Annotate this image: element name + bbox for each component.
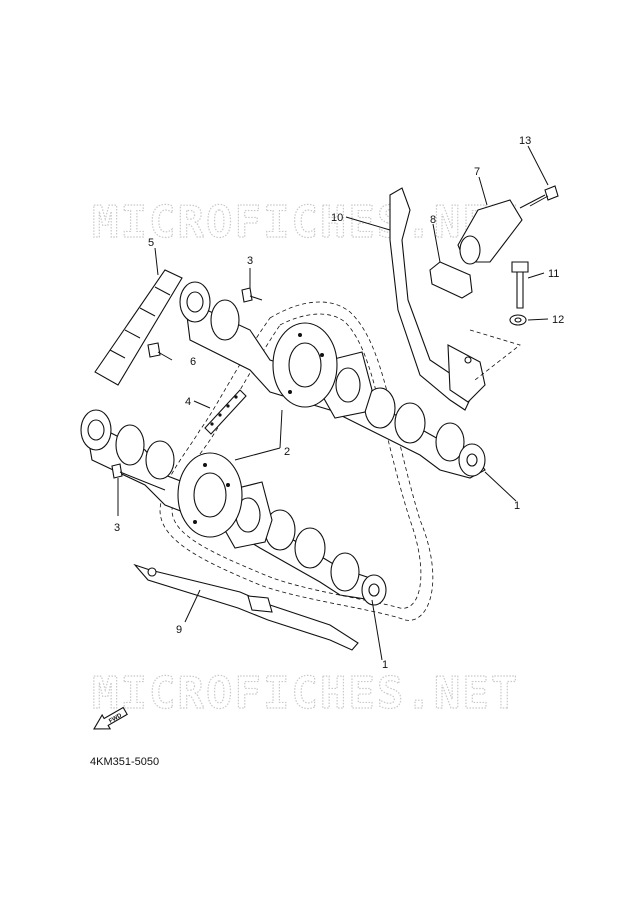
callout-9: 9	[176, 624, 182, 636]
callout-1-lower: 1	[382, 659, 388, 671]
upper-camshaft	[179, 281, 486, 479]
callout-12: 12	[552, 314, 564, 326]
gasket-8	[429, 261, 473, 299]
bolt-13	[529, 185, 559, 207]
callout-8: 8	[430, 214, 436, 226]
bolt-11	[511, 261, 529, 309]
callout-10: 10	[331, 212, 343, 224]
callout-3-lower: 3	[114, 522, 120, 534]
callout-3-upper: 3	[247, 255, 253, 267]
tensioner-7	[457, 194, 546, 265]
diagram-code: 4KM351-5050	[90, 756, 160, 768]
chain-guide-9	[133, 563, 359, 651]
chain-link	[204, 389, 247, 435]
lower-sprocket	[177, 452, 243, 538]
callout-7: 7	[474, 166, 480, 178]
bolt-3-lower	[111, 463, 166, 491]
upper-sprocket	[272, 322, 338, 408]
callout-1-upper: 1	[514, 500, 520, 512]
tensioner-guide-10	[389, 187, 486, 411]
watermark-top: MICROFICHES.NET	[92, 197, 519, 248]
bolt-3-upper	[241, 287, 263, 303]
callout-11: 11	[548, 268, 559, 280]
watermark-bottom: MICROFICHES.NET	[92, 668, 519, 719]
leader-lines	[117, 145, 549, 661]
callout-4: 4	[185, 396, 191, 408]
callout-2: 2	[284, 446, 290, 458]
cam-chain	[159, 301, 434, 621]
bolt-6	[147, 342, 161, 358]
washer-12	[509, 314, 527, 326]
callout-13: 13	[519, 135, 531, 147]
callout-6: 6	[190, 356, 196, 368]
callout-5: 5	[148, 237, 154, 249]
chain-guide-5	[94, 269, 183, 386]
